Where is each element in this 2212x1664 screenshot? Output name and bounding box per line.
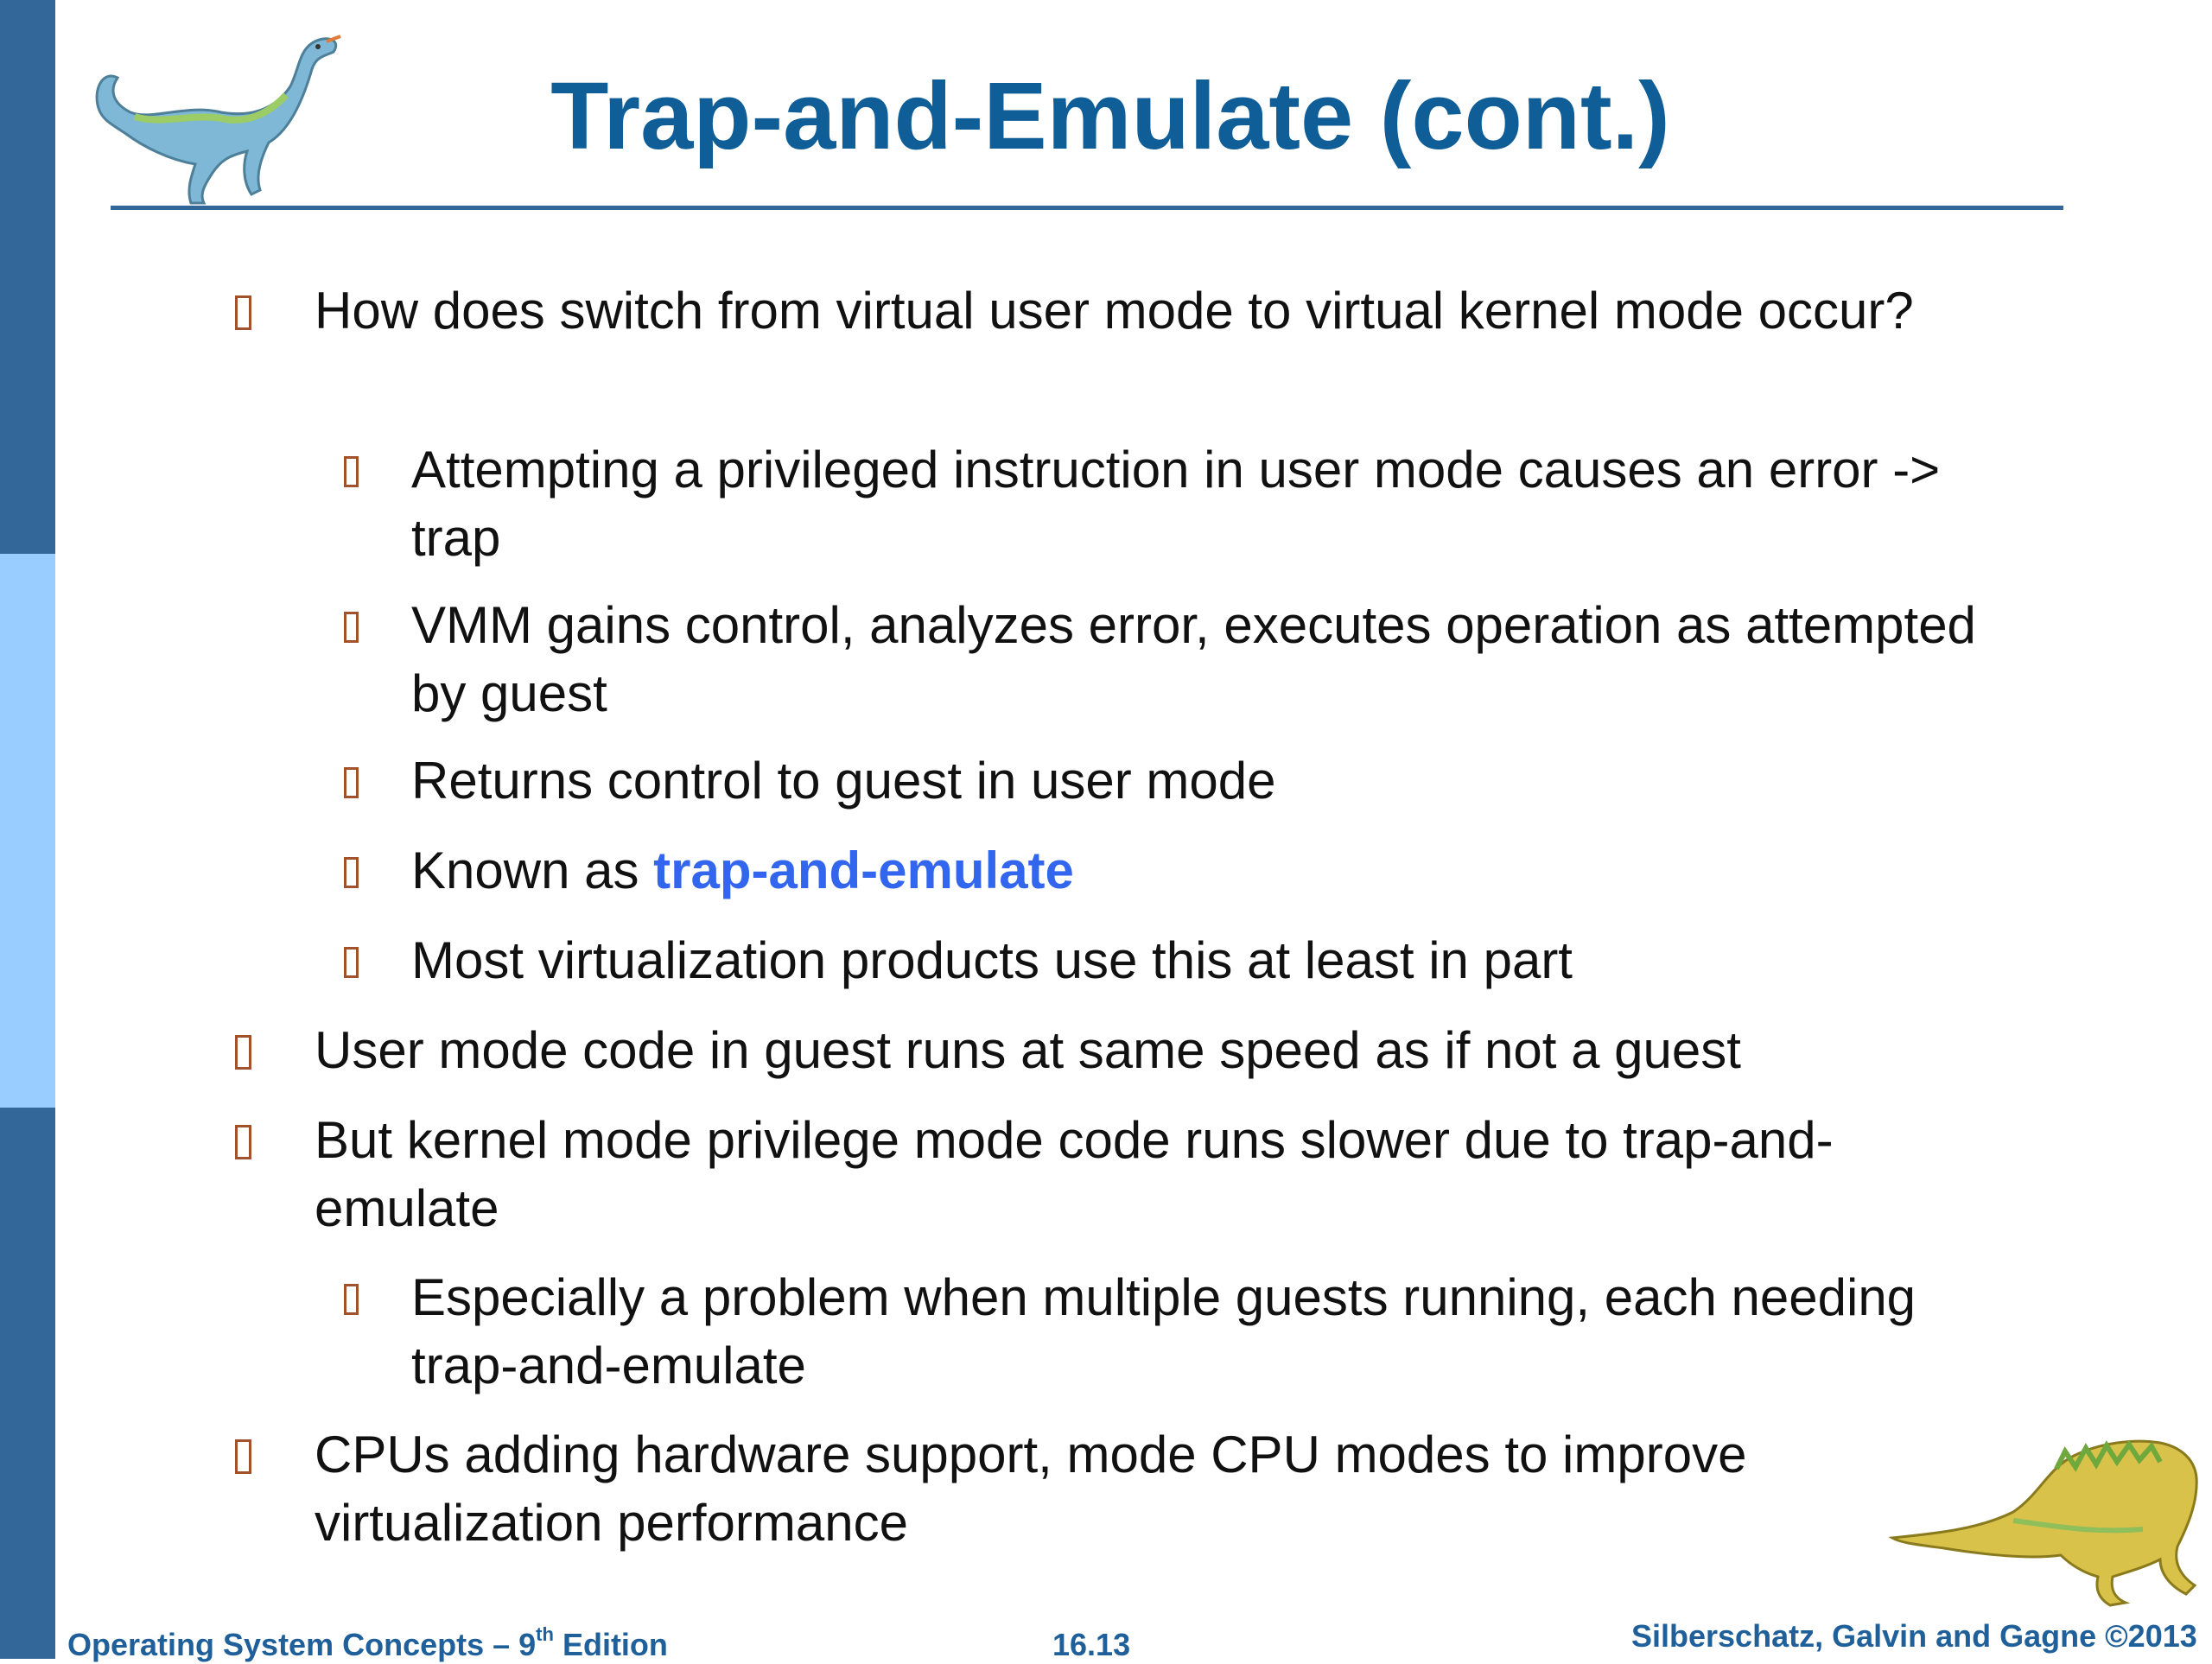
bullet-item: But kernel mode privilege mode code runs… (235, 1106, 1956, 1242)
bullet-marker-icon (344, 612, 359, 643)
bullet-text: But kernel mode privilege mode code runs… (315, 1111, 1834, 1237)
bullet-marker-icon (235, 1125, 251, 1159)
bullet-item: User mode code in guest runs at same spe… (235, 1016, 1956, 1084)
bullet-text: Returns control to guest in user mode (411, 752, 1276, 810)
footer-authors: Silberschatz, Galvin and Gagne ©2013 (1631, 1618, 2197, 1654)
bullet-text: Especially a problem when multiple guest… (411, 1268, 1916, 1394)
bullet-text: Attempting a privileged instruction in u… (411, 441, 1941, 567)
bullet-marker-icon (344, 456, 359, 487)
bullet-item: CPUs adding hardware support, mode CPU m… (235, 1420, 1956, 1557)
footer-book-title: Operating System Concepts – 9th Edition (67, 1623, 668, 1663)
bullet-text: VMM gains control, analyzes error, execu… (411, 596, 1976, 722)
bullet-marker-icon (235, 295, 251, 330)
bullet-text: Known as trap-and-emulate (411, 836, 2018, 905)
bullet-marker-icon (344, 947, 359, 978)
bullet-item: Attempting a privileged instruction in u… (344, 435, 2018, 572)
bullet-marker-icon (235, 1439, 251, 1474)
dinosaur-logo-icon (95, 35, 341, 205)
dinosaur-logo-icon (1888, 1439, 2198, 1607)
bullet-text: Most virtualization products use this at… (411, 931, 1573, 989)
bullet-item: How does switch from virtual user mode t… (235, 276, 1956, 345)
title-divider (111, 206, 2063, 210)
page-title: Trap-and-Emulate (cont.) (550, 63, 1670, 169)
bullet-text: User mode code in guest runs at same spe… (315, 1021, 1741, 1079)
bullet-item: Especially a problem when multiple guest… (344, 1263, 2018, 1400)
bullet-marker-icon (344, 1284, 359, 1315)
side-bar (0, 0, 55, 1659)
bullet-item: Most virtualization products use this at… (344, 926, 2018, 994)
bullet-marker-icon (344, 767, 359, 798)
bullet-marker-icon (235, 1035, 251, 1070)
bullet-text: CPUs adding hardware support, mode CPU m… (315, 1426, 1747, 1552)
bullet-marker-icon (344, 857, 359, 888)
bullet-text: How does switch from virtual user mode t… (315, 282, 1914, 340)
bullet-item: Returns control to guest in user mode (344, 746, 2018, 815)
side-bar-top-segment (0, 0, 55, 554)
highlight-term: trap-and-emulate (653, 842, 1074, 899)
side-bar-middle-segment (0, 554, 55, 1108)
bullet-item: VMM gains control, analyzes error, execu… (344, 591, 2018, 727)
bullet-item: Known as trap-and-emulate (344, 836, 2018, 905)
side-bar-bottom-segment (0, 1108, 55, 1659)
bullet-text-prefix: Known as (411, 842, 654, 899)
footer-page-number: 16.13 (1052, 1627, 1131, 1662)
